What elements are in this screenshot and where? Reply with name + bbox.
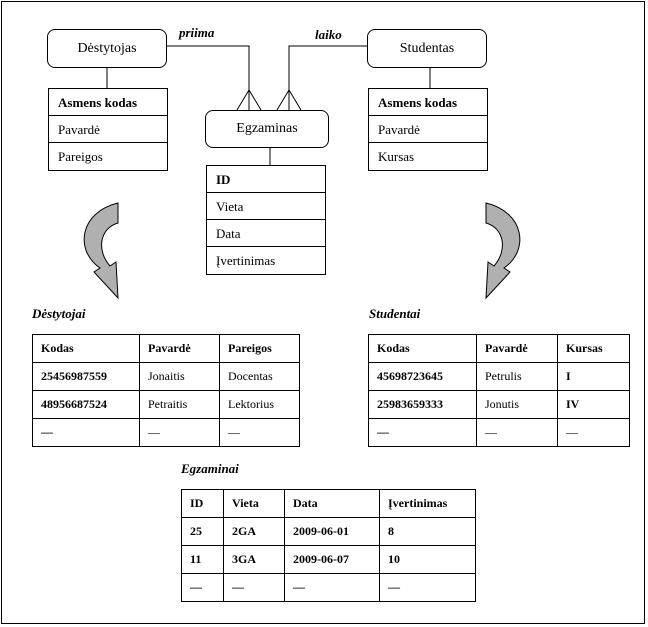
table-cell: 3GA (223, 545, 285, 574)
table-egzaminai: ID Vieta Data Įvertinimas 25 2GA 2009-06… (181, 489, 476, 602)
table-cell: IV (557, 390, 630, 419)
table-row: 25 2GA 2009-06-01 8 (181, 517, 476, 546)
table-cell: I (557, 362, 630, 391)
attr-ivertinimas: Įvertinimas (216, 253, 276, 268)
table-row: — — — — (181, 573, 476, 602)
table-header-cell: Vieta (223, 489, 285, 518)
table-cell: Jonaitis (139, 362, 220, 391)
entity-destytojas-name: Dėstytojas (77, 40, 137, 56)
table-row: 48956687524 Petraitis Lektorius (32, 390, 300, 419)
table-cell: — (284, 573, 380, 602)
entity-destytojas: Dėstytojas (47, 29, 167, 68)
table-header-cell: Data (284, 489, 380, 518)
table-cell: — (32, 418, 140, 447)
relation-line-priima (166, 45, 250, 90)
relation-label-priima: priima (179, 25, 215, 40)
entity-egzaminas: Egzaminas (205, 110, 329, 148)
table-destytojai: Kodas Pavardė Pareigos 25456987559 Jonai… (32, 334, 300, 447)
entity-egzaminas-attrs: ID Vieta Data Įvertinimas (206, 165, 326, 275)
table-caption-egzaminai: Egzaminai (181, 461, 239, 476)
table-cell: 2GA (223, 517, 285, 546)
table-cell: 45698723645 (368, 362, 477, 391)
table-header-cell: ID (181, 489, 224, 518)
attr-vieta: Vieta (207, 193, 325, 220)
curved-arrow-left (83, 202, 119, 300)
entity-egzaminas-name: Egzaminas (236, 121, 298, 136)
entity-studentas-name: Studentas (399, 40, 455, 56)
entity-studentas-attrs: Asmens kodas Pavardė Kursas (368, 88, 488, 171)
crowfoot-priima-left (236, 89, 250, 111)
table-row: — — — (368, 418, 630, 447)
table-row: 11 3GA 2009-06-07 10 (181, 545, 476, 574)
table-header-cell: Kursas (557, 334, 630, 363)
table-cell: Lektorius (219, 390, 300, 419)
table-cell: Petraitis (139, 390, 220, 419)
curved-arrow-right (485, 202, 521, 300)
attr-asmens-kodas: Asmens kodas (369, 89, 487, 116)
table-cell: — (223, 573, 285, 602)
attr-id: ID (207, 166, 325, 193)
table-cell: Petrulis (476, 362, 558, 391)
table-cell: 2009-06-01 (284, 517, 380, 546)
crowfoot-laiko-right (288, 89, 302, 111)
table-header-row: Kodas Pavardė Pareigos (32, 334, 300, 363)
table-caption-studentai: Studentai (369, 306, 421, 321)
table-cell: 25983659333 (368, 390, 477, 419)
table-header-cell: Kodas (32, 334, 140, 363)
crowfoot-laiko-left (276, 89, 290, 111)
entity-studentas: Studentas (367, 29, 487, 68)
attr-pavarde: Pavardė (369, 116, 487, 143)
table-cell: 11 (181, 545, 224, 574)
attr-data: Data (207, 220, 325, 247)
table-cell: 8 (379, 517, 476, 546)
table-row: 45698723645 Petrulis I (368, 362, 630, 391)
attr-asmens-kodas: Asmens kodas (49, 89, 167, 116)
table-cell: — (557, 418, 630, 447)
table-cell: — (181, 573, 224, 602)
table-header-row: ID Vieta Data Įvertinimas (181, 489, 476, 518)
table-header-cell: Pavardė (476, 334, 558, 363)
table-cell: 25456987559 (32, 362, 140, 391)
table-studentai: Kodas Pavardė Kursas 45698723645 Petruli… (368, 334, 630, 447)
table-header-cell: Pareigos (219, 334, 300, 363)
table-caption-destytojai: Dėstytojai (32, 306, 86, 321)
relation-line-laiko (288, 45, 367, 90)
table-cell: Jonutis (476, 390, 558, 419)
attr-kursas: Kursas (378, 149, 415, 164)
table-cell: 25 (181, 517, 224, 546)
table-cell: — (219, 418, 300, 447)
entity-destytojas-attrs: Asmens kodas Pavardė Pareigos (48, 88, 168, 171)
table-cell: 10 (379, 545, 476, 574)
table-header-row: Kodas Pavardė Kursas (368, 334, 630, 363)
crowfoot-priima-right (248, 89, 262, 111)
table-row: — — — (32, 418, 300, 447)
table-header-cell: Pavardė (139, 334, 220, 363)
table-cell: — (368, 418, 477, 447)
table-row: 25983659333 Jonutis IV (368, 390, 630, 419)
table-header-cell: Kodas (368, 334, 477, 363)
table-cell: — (139, 418, 220, 447)
table-cell: — (379, 573, 476, 602)
table-cell: Docentas (219, 362, 300, 391)
table-cell: — (476, 418, 558, 447)
table-cell: 48956687524 (32, 390, 140, 419)
table-row: 25456987559 Jonaitis Docentas (32, 362, 300, 391)
table-header-cell: Įvertinimas (379, 489, 476, 518)
attr-pavarde: Pavardė (49, 116, 167, 143)
attr-pareigos: Pareigos (58, 149, 103, 164)
table-cell: 2009-06-07 (284, 545, 380, 574)
relation-label-laiko: laiko (315, 27, 342, 42)
